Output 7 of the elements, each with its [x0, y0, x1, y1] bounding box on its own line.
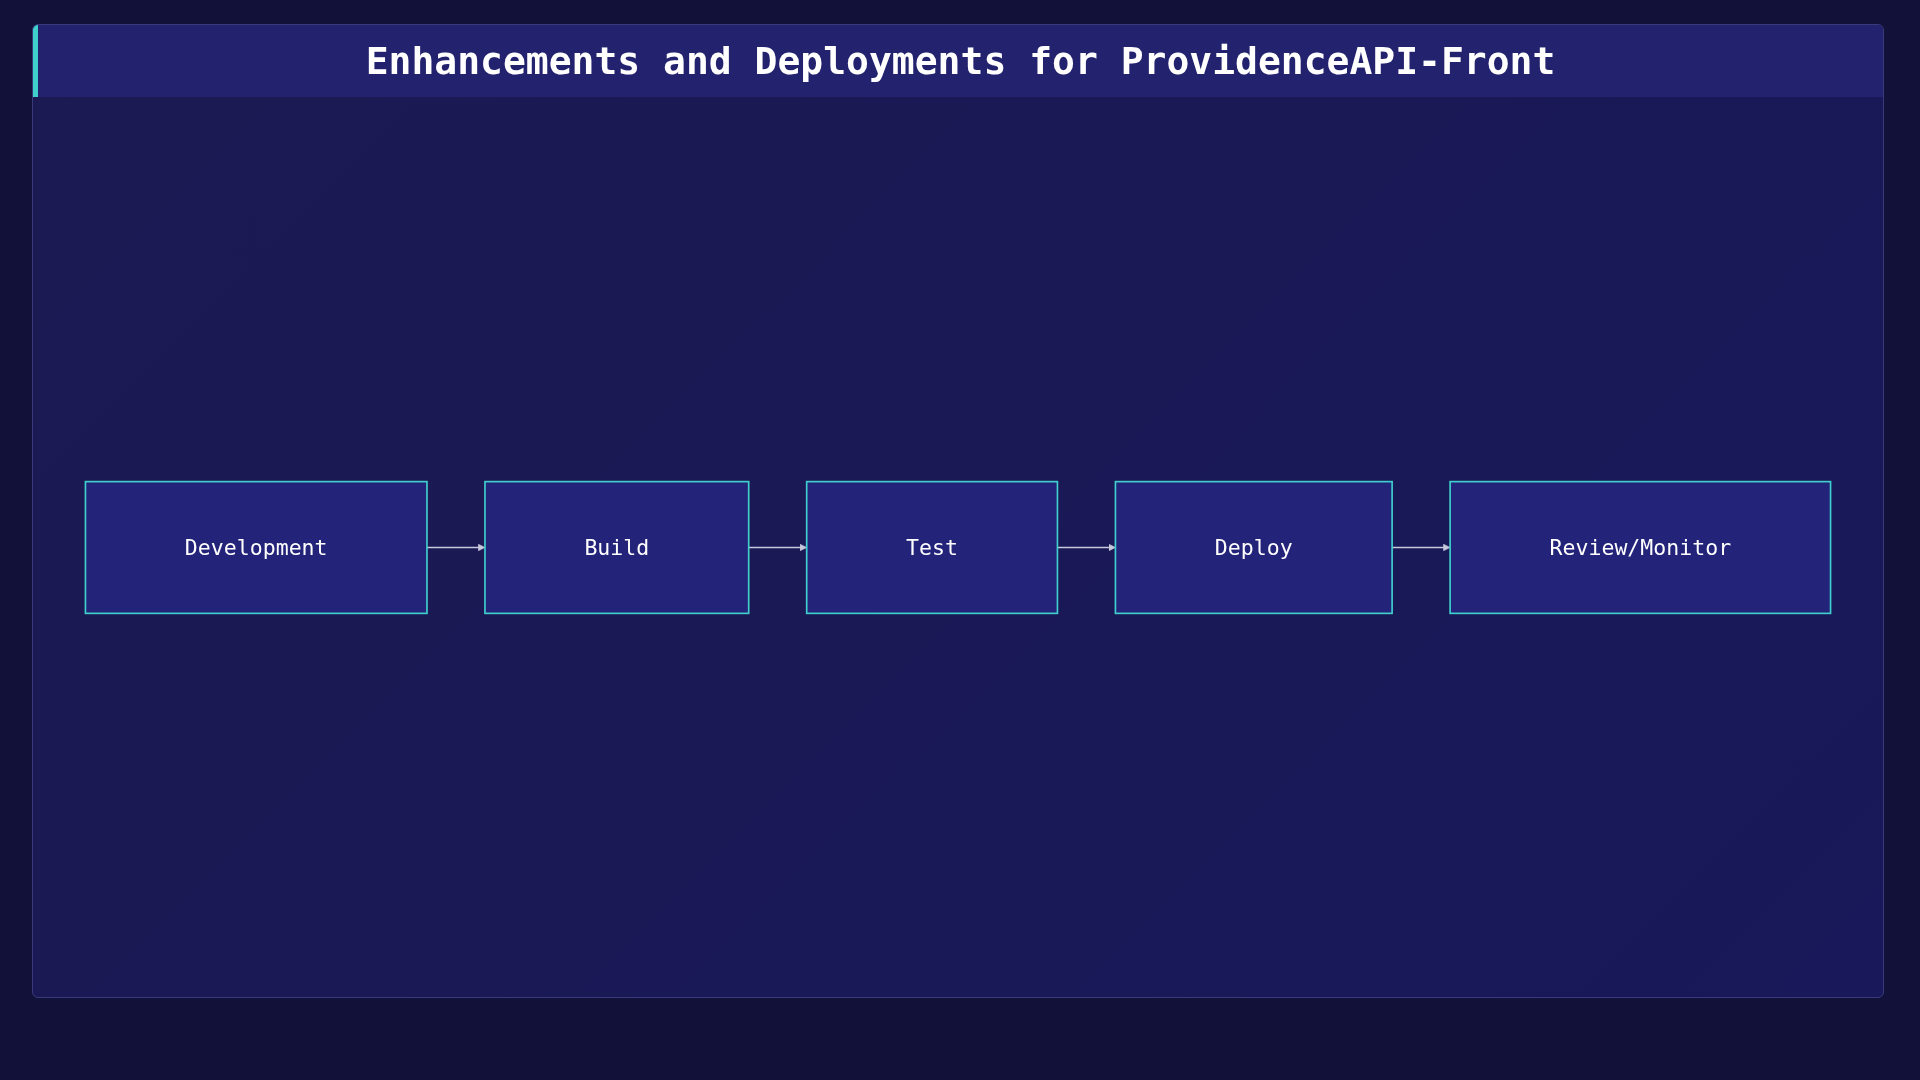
node-box: [1449, 480, 1832, 614]
node-box: [1114, 480, 1393, 614]
node-box: [84, 480, 428, 614]
diagram-title: Enhancements and Deployments for ProvidenceAPI-Front: [33, 25, 1883, 97]
diagram-panel: Enhancements and Deployments for ProvidenceAPI-Front Development Build Test Deploy Review/Monitor: [32, 24, 1884, 998]
node-box: [805, 480, 1059, 614]
node-box: [484, 480, 750, 614]
